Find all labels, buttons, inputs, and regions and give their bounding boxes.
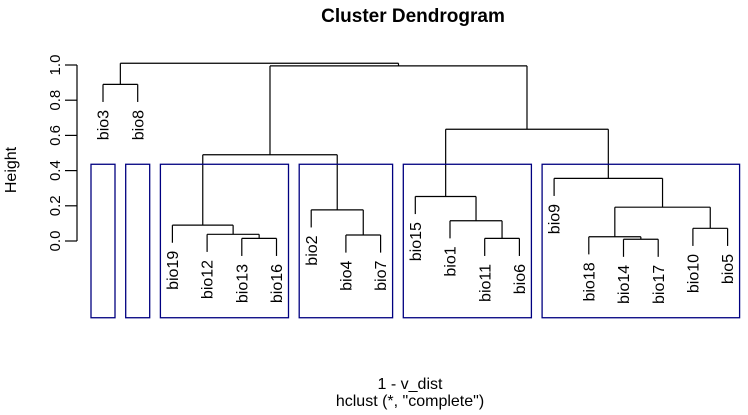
- y-tick-label: 0.4: [47, 160, 64, 181]
- y-axis: 0.0 0.2 0.4 0.6 0.8 1.0: [47, 55, 78, 252]
- leaf-label-bio7: bio7: [373, 261, 390, 291]
- leaf-label-bio17: bio17: [651, 265, 668, 304]
- leaf-label-bio1: bio1: [443, 246, 460, 276]
- cluster-box: [159, 163, 290, 319]
- leaf-label-bio3: bio3: [96, 110, 113, 140]
- y-tick-label: 0.0: [47, 231, 64, 252]
- leaf-label-bio14: bio14: [616, 265, 633, 304]
- cluster-box: [541, 163, 741, 319]
- leaf-label-bio4: bio4: [339, 261, 356, 291]
- leaf-label-bio8: bio8: [130, 110, 147, 140]
- leaf-label-bio15: bio15: [408, 222, 425, 261]
- x-axis-label: 1 - v_dist: [378, 376, 443, 393]
- cluster-box: [90, 163, 116, 319]
- cluster-boxes: [90, 163, 741, 319]
- leaf-label-bio13: bio13: [234, 264, 251, 303]
- leaf-label-bio5: bio5: [720, 254, 737, 284]
- cluster-box: [125, 163, 151, 319]
- leaf-label-bio9: bio9: [547, 204, 564, 234]
- y-axis-label: Height: [3, 146, 20, 193]
- dendrogram-tree: bio3 bio8 bio13 bio16 bio12 bio19 bio4 bio7 bio2…: [96, 62, 737, 304]
- leaf-label-bio11: bio11: [477, 264, 494, 302]
- y-tick-label: 0.6: [47, 125, 64, 146]
- leaf-label-bio6: bio6: [512, 264, 529, 294]
- y-tick-label: 1.0: [47, 55, 64, 76]
- leaf-label-bio16: bio16: [269, 264, 286, 303]
- leaf-label-bio10: bio10: [686, 254, 703, 293]
- y-tick-label: 0.2: [47, 195, 64, 216]
- cluster-box: [298, 163, 394, 319]
- leaf-label-bio2: bio2: [304, 235, 321, 265]
- leaf-label-bio18: bio18: [581, 262, 598, 301]
- cluster-box: [402, 163, 533, 319]
- chart-title: Cluster Dendrogram: [321, 6, 505, 27]
- leaf-label-bio19: bio19: [165, 251, 182, 290]
- leaf-label-bio12: bio12: [200, 260, 217, 299]
- method-label: hclust (*, "complete"): [336, 393, 484, 410]
- y-tick-label: 0.8: [47, 90, 64, 111]
